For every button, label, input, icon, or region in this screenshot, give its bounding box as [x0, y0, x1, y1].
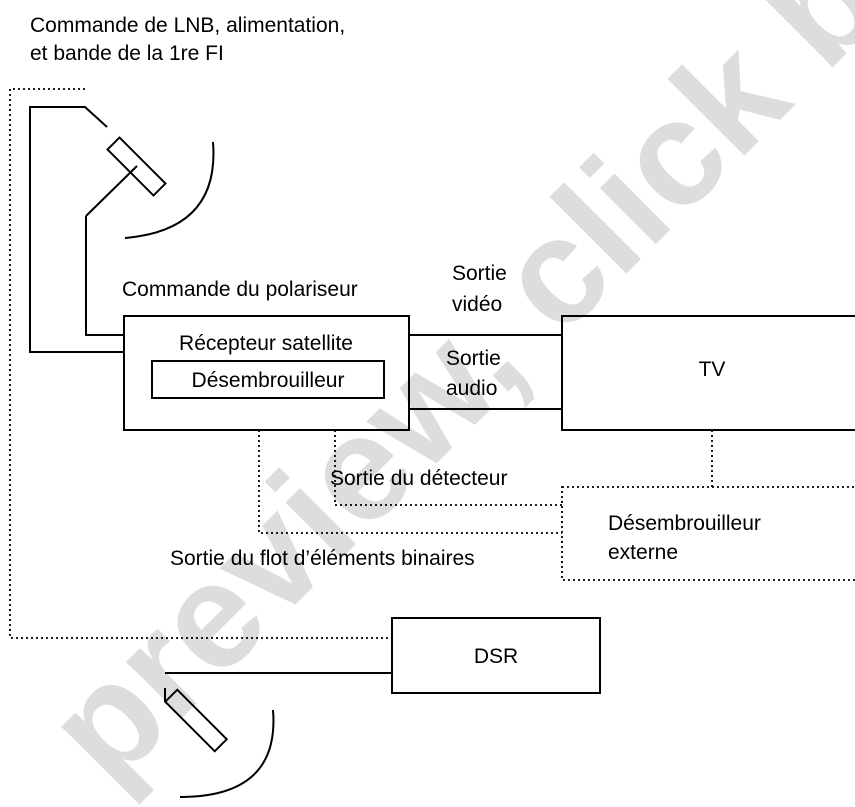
internal-descrambler-label: Désembrouilleur	[192, 369, 345, 392]
external-descrambler-label-line2: externe	[608, 541, 678, 564]
lnb-control-line	[29, 106, 124, 353]
top-dish-reflector	[124, 141, 215, 239]
dotted-connections	[9, 88, 713, 639]
top-lnb-support-arm	[85, 165, 138, 217]
polarizer-control-label: Commande du polariseur	[122, 278, 358, 301]
bitstream-output-dotted-line	[258, 430, 562, 534]
lnb-control-label-line1: Commande de LNB, alimentation,	[30, 14, 345, 37]
video-output-label-line2: vidéo	[452, 293, 502, 316]
tv-box	[561, 315, 855, 431]
tv-label: TV	[699, 358, 726, 381]
lnb-control-label-line2: et bande de la 1re FI	[30, 42, 224, 65]
external-descrambler-box	[561, 486, 855, 581]
audio-output-label-line2: audio	[446, 377, 497, 400]
solid-connections	[29, 106, 562, 674]
bottom-lnb-feed	[163, 688, 229, 753]
audio-output-label-line1: Sortie	[446, 347, 501, 370]
box-captions: Récepteur satellite Désembrouilleur TV D…	[179, 332, 761, 668]
dsr-control-dotted-line	[9, 88, 392, 639]
video-output-label-line1: Sortie	[452, 262, 507, 285]
bitstream-output-label: Sortie du flot d’éléments binaires	[170, 547, 475, 570]
external-descrambler-label-line1: Désembrouilleur	[608, 512, 761, 535]
bottom-antenna	[163, 688, 275, 798]
detector-output-label: Sortie du détecteur	[330, 467, 507, 490]
labels: Commande de LNB, alimentation, et bande …	[30, 14, 507, 570]
dsr-box	[391, 617, 601, 694]
satellite-receiver-label: Récepteur satellite	[179, 332, 353, 355]
internal-descrambler-box	[151, 360, 385, 399]
polarizer-control-line	[85, 216, 124, 336]
dsr-label: DSR	[474, 645, 518, 668]
detector-output-dotted-line	[334, 430, 562, 506]
bottom-dish-reflector	[179, 709, 275, 798]
top-antenna	[85, 136, 215, 239]
